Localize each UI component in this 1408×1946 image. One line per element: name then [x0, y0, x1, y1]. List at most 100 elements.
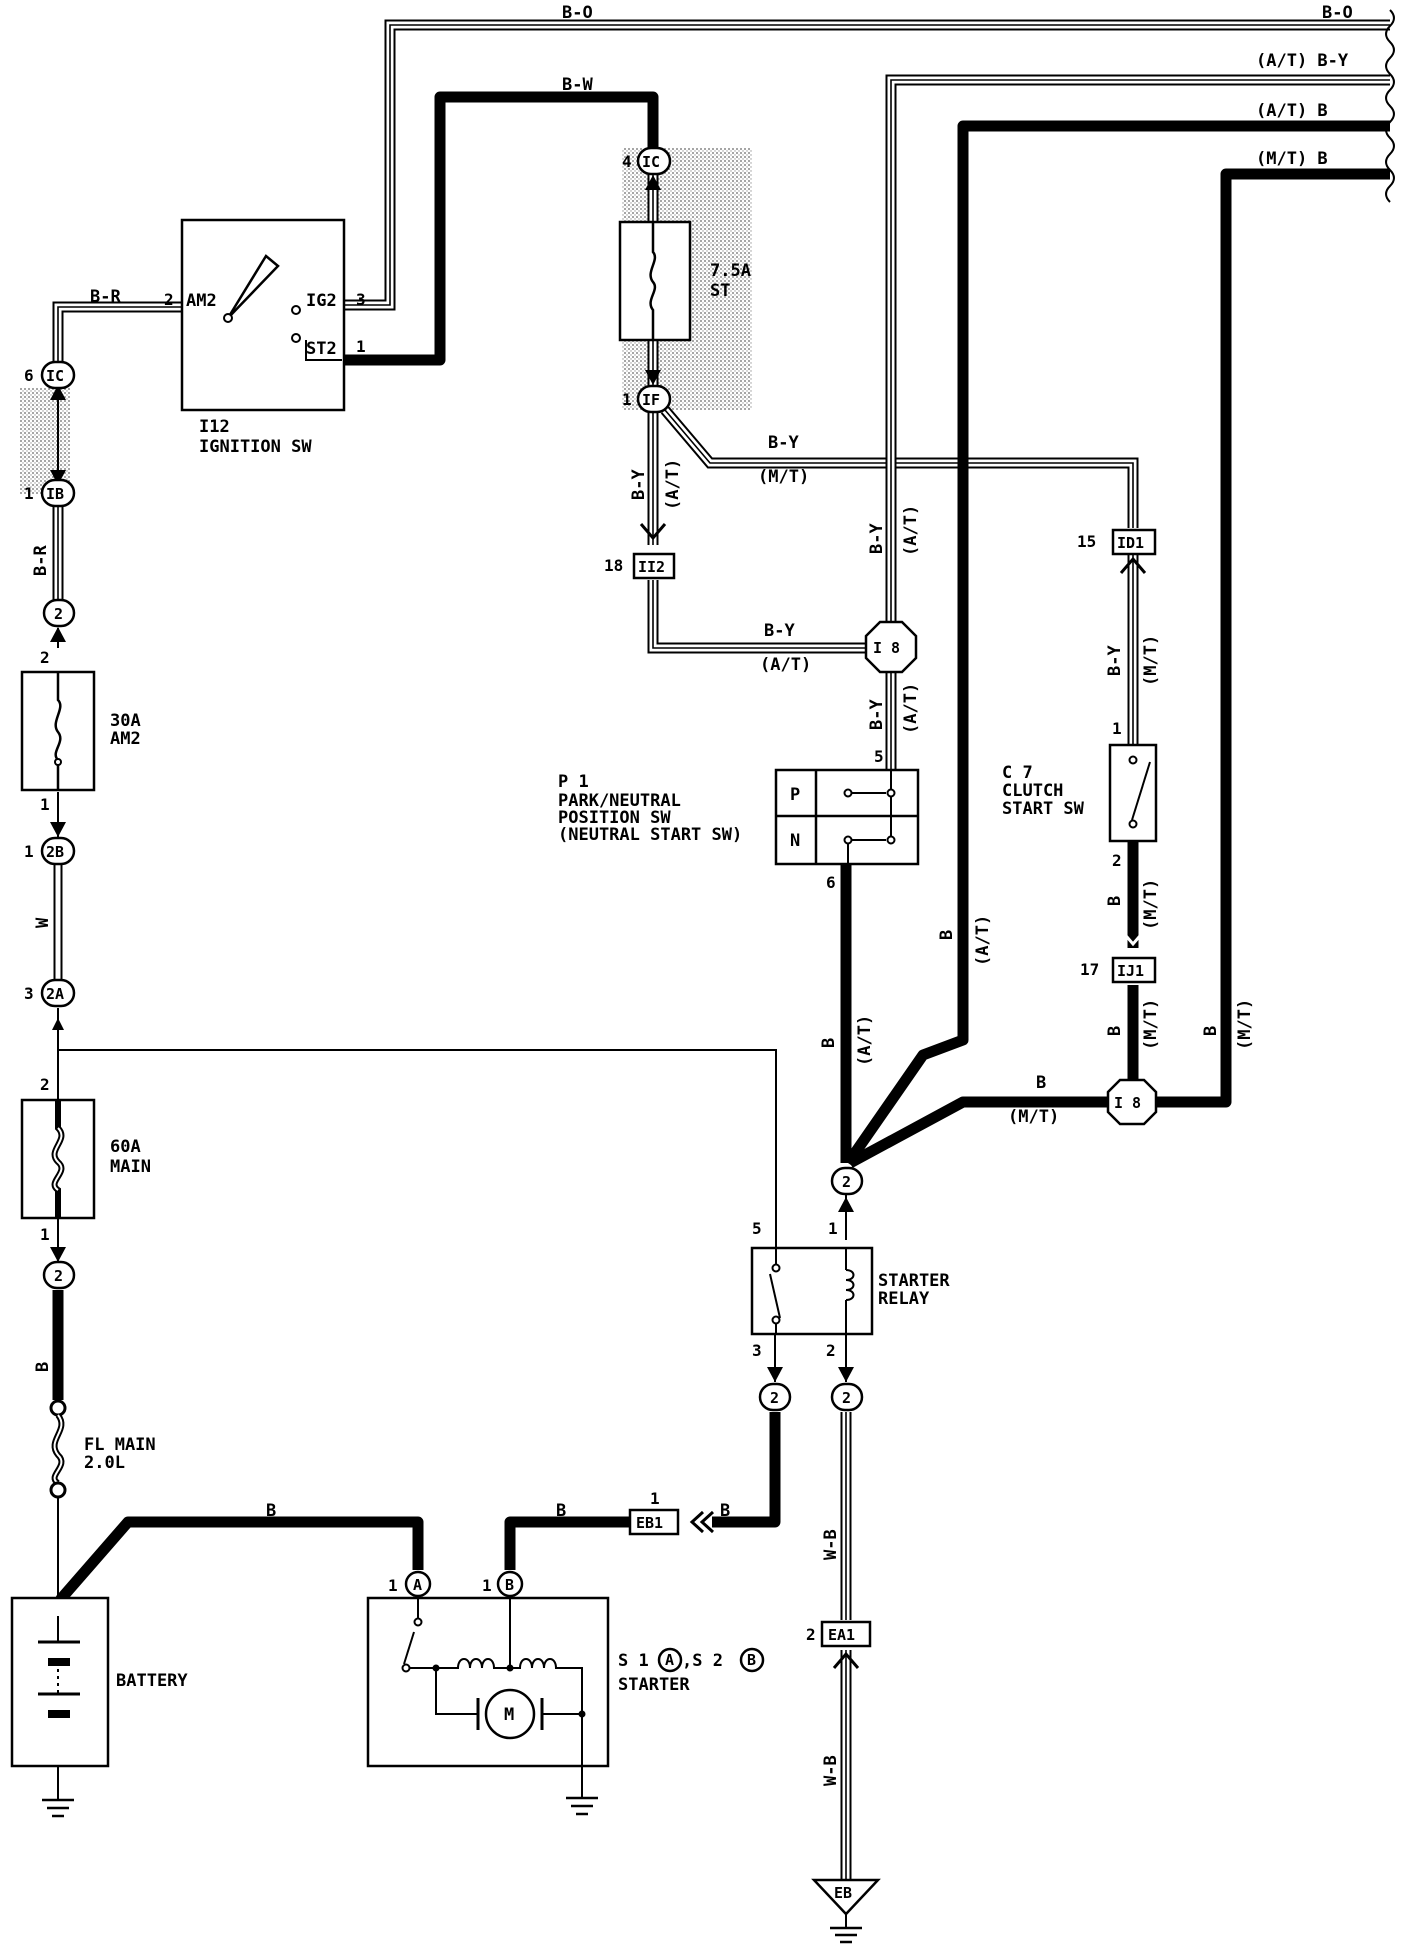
wire-b-y-if [647, 406, 1139, 654]
label-at-i8: (A/T) [760, 655, 811, 675]
label-bw: B-W [562, 75, 593, 95]
st2-terminal: ST2 [306, 339, 337, 359]
svg-text:II2: II2 [638, 558, 665, 576]
pin-1-relay: 1 [828, 1219, 838, 1238]
svg-text:IC: IC [642, 153, 660, 171]
fl-top-contact [49, 1399, 67, 1417]
p1-line3: (NEUTRAL START SW) [558, 825, 742, 845]
ground-icon [566, 1796, 598, 1816]
starter-circle-b-letter: B [747, 1651, 756, 1669]
svg-text:2A: 2A [46, 985, 64, 1003]
pin-ig2: 3 [356, 290, 366, 309]
arrow-down-icon [645, 370, 661, 385]
relay-blade [769, 1273, 781, 1319]
connector-ea1: EA1 [820, 1620, 872, 1648]
starter-box [366, 1596, 610, 1768]
starter-circle-a-letter: A [665, 1651, 674, 1669]
wire-b-at-big [843, 120, 1390, 1167]
label-by-vert1: B-Y [867, 523, 887, 554]
svg-text:IC: IC [46, 367, 64, 385]
label-by-vert2: B-Y [867, 699, 887, 730]
label-by-mt: B-Y [768, 433, 799, 453]
arrow-up-icon [52, 1018, 64, 1030]
connector-eb1: EB1 [628, 1508, 680, 1536]
ignition-switch-box [180, 218, 346, 412]
pin-2-f60: 2 [40, 1075, 50, 1094]
wire-b-r [52, 301, 182, 600]
wire-b-w [342, 91, 659, 366]
chevron-down-icon [1119, 929, 1147, 947]
pin-1-a: 1 [388, 1576, 398, 1595]
label-b-ij1: B [1105, 1026, 1125, 1036]
fl-bottom-contact [49, 1481, 67, 1499]
svg-text:B: B [505, 1576, 514, 1594]
pin-18: 18 [604, 556, 623, 575]
c7-line2: START SW [1002, 799, 1085, 819]
p1-contact-n1 [843, 835, 853, 845]
label-b-i8mt: B [1036, 1073, 1046, 1093]
ground-icon [42, 1798, 74, 1818]
svg-text:EB: EB [834, 1884, 852, 1902]
starter-circle-a [657, 1647, 683, 1673]
fuse-main-element-inner [53, 1127, 63, 1191]
label-at-vert2: (A/T) [901, 683, 921, 734]
wire-break-mark [1385, 9, 1395, 203]
c7-blade [1131, 761, 1151, 821]
label-mt-mt: (M/T) [758, 467, 809, 487]
pin-st2: 1 [356, 337, 366, 356]
arrow-up-icon [645, 175, 661, 190]
label-right-mt-b: (M/T) B [1256, 149, 1328, 169]
label-at-p1: (A/T) [855, 1015, 875, 1066]
starter-switch-blade [403, 1631, 415, 1665]
pin-6: 6 [24, 366, 34, 385]
pin-15: 15 [1077, 532, 1096, 551]
st2-contact [291, 333, 301, 343]
chevron-left-icon [699, 1510, 715, 1534]
svg-text:IB: IB [46, 485, 64, 503]
pin-6-p1: 6 [826, 873, 836, 892]
pin-1-f30: 1 [40, 795, 50, 814]
p1-contact-p2 [886, 788, 896, 798]
fuse-st-element [649, 222, 657, 340]
wire-a-t-b-y [885, 74, 1390, 770]
fl-rating: 2.0L [84, 1453, 125, 1473]
pin-1-f60: 1 [40, 1225, 50, 1244]
pin-1-if: 1 [622, 390, 632, 409]
chevron-left-icon [689, 1510, 705, 1534]
fuse-am2-dot [54, 758, 62, 766]
fuse-am2-element [54, 672, 62, 790]
connector-if: IF [636, 384, 672, 414]
starter-a-contact [413, 1617, 423, 1627]
label-bo-right: B-O [1322, 3, 1353, 23]
label-b-c7: B [1105, 896, 1125, 906]
wire-b-relay-eb1 [712, 1412, 781, 1528]
p1-p-pos: P [790, 785, 800, 805]
svg-text:2: 2 [54, 605, 63, 623]
pin-1-eb1: 1 [650, 1489, 660, 1508]
pin-17: 17 [1080, 960, 1099, 979]
pin-2-relay: 2 [826, 1341, 836, 1360]
arrow-up-icon [838, 1197, 854, 1212]
pin-4: 4 [622, 152, 632, 171]
starter-motor-loop [435, 1668, 478, 1715]
relay-coil [845, 1269, 855, 1301]
connector-2-relay2: 2 [830, 1382, 864, 1412]
wire-b-i8-junction [847, 1096, 1110, 1168]
svg-text:2: 2 [770, 1389, 779, 1407]
p1-n-pos: N [790, 831, 800, 851]
fuse-main-rating: 60A [110, 1137, 141, 1157]
shaded-area-ic-ib [20, 388, 70, 494]
label-mt-c7: (M/T) [1141, 879, 1161, 930]
connector-ii2: II2 [632, 552, 676, 580]
label-w: W [33, 917, 53, 928]
am2-terminal: AM2 [186, 291, 217, 311]
connector-2a: 2A [40, 978, 76, 1008]
pin-1-c7: 1 [1112, 719, 1122, 738]
c7-code: C 7 [1002, 763, 1033, 783]
label-b-eb1-left: B [556, 1501, 566, 1521]
svg-text:EB1: EB1 [636, 1514, 663, 1532]
fuse-st-name: ST [710, 281, 730, 301]
label-mt-id1: (M/T) [1141, 635, 1161, 686]
connector-2-b: 2 [42, 1260, 76, 1290]
connector-a: A [404, 1570, 432, 1598]
